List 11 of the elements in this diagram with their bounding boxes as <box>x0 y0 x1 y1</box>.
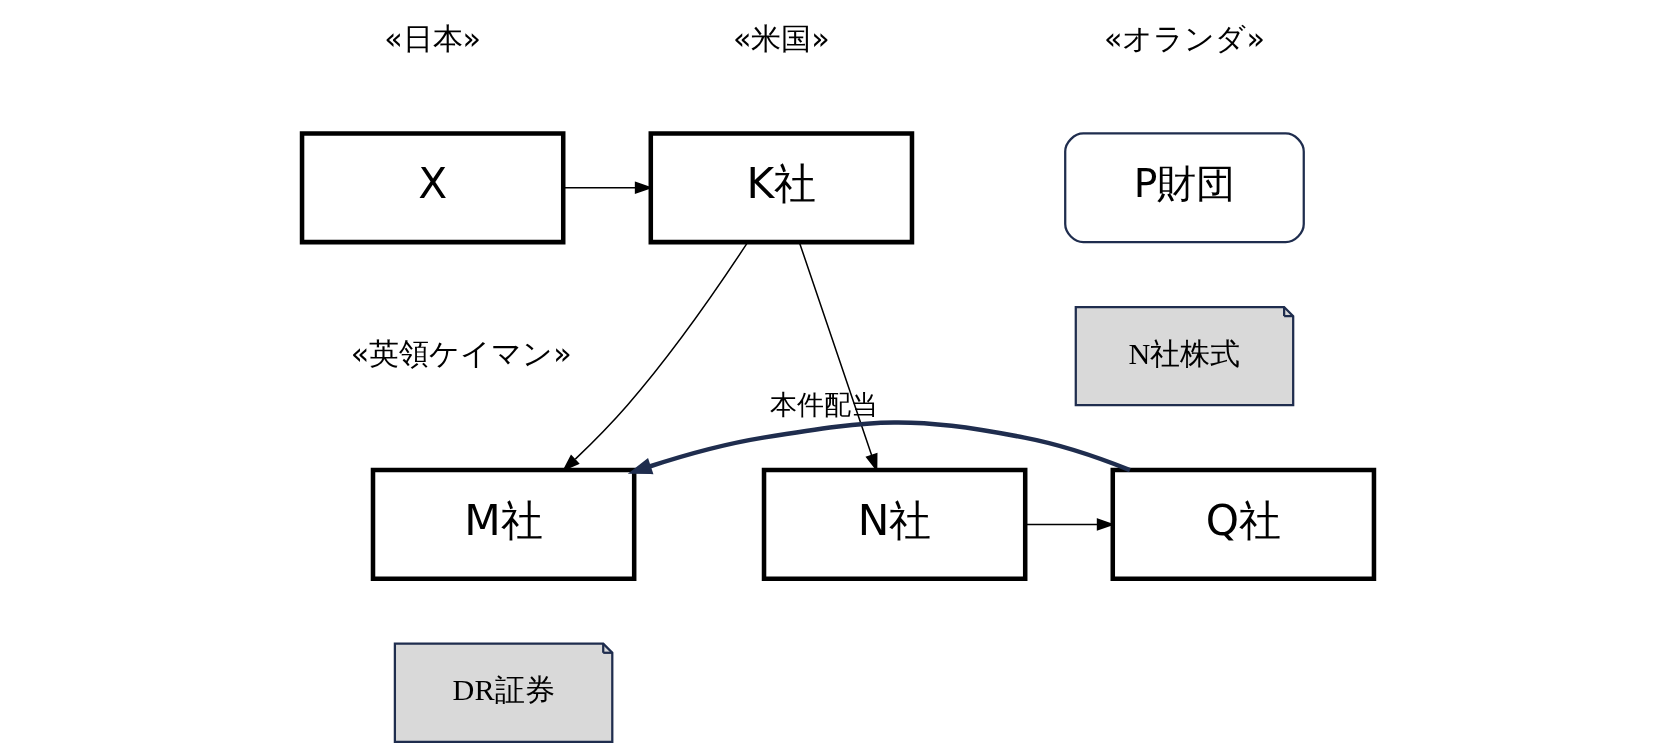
label: «日本» <box>384 20 482 56</box>
label: «英領ケイマン» <box>350 335 572 371</box>
arrow <box>627 420 1131 475</box>
label: «米国» <box>732 20 830 56</box>
node-box: M社 <box>370 467 637 582</box>
node-box: N社 <box>761 467 1028 582</box>
label: «オランダ» <box>1104 20 1265 56</box>
node-box: K社 <box>648 131 915 245</box>
node-box: P財団 <box>1064 132 1305 244</box>
node-box: X <box>299 131 566 245</box>
node-box: Q社 <box>1110 467 1377 582</box>
